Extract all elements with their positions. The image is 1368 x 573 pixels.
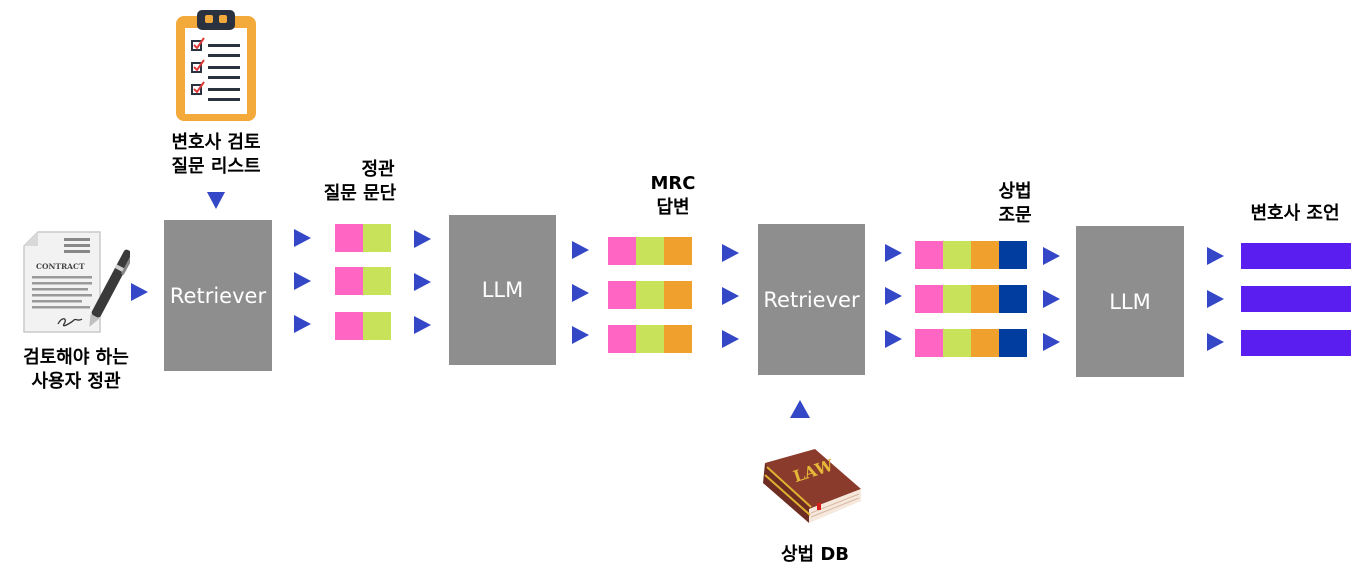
passages-label-line2: 질문 문단 [323, 183, 397, 204]
article-cell-lime [943, 329, 971, 357]
mrc-cell-orange [664, 325, 692, 353]
article-cell-pink [915, 285, 943, 313]
arrow-right [885, 330, 902, 348]
arrow-right [1207, 247, 1224, 265]
article-cell-pink [915, 329, 943, 357]
arrow-right [1207, 333, 1224, 351]
mrc-cell-pink [608, 237, 636, 265]
llm-box-1: LLM [449, 215, 556, 365]
lawdb-label: 상법 DB [780, 544, 850, 565]
advice-bar [1241, 286, 1351, 312]
arrow-right [294, 315, 311, 333]
arrow-right [885, 244, 902, 262]
arrow-right [572, 241, 589, 259]
article-cell-orange [971, 241, 999, 269]
passage-cell-lime [363, 267, 391, 295]
arrow-up [790, 400, 810, 418]
advice-bar [1241, 243, 1351, 269]
arrow-right [131, 283, 148, 301]
article-cell-orange [971, 285, 999, 313]
article-row [915, 241, 1027, 269]
arrow-right [572, 284, 589, 302]
checklist-label-line1: 변호사 검토 [171, 132, 261, 153]
passage-row [335, 224, 391, 252]
arrow-right [414, 273, 431, 291]
article-cell-pink [915, 241, 943, 269]
passage-cell-lime [363, 312, 391, 340]
retriever-box-1: Retriever [164, 220, 272, 371]
article-cell-navy [999, 241, 1027, 269]
articles-label-line2: 조문 [998, 205, 1032, 226]
arrow-right [294, 229, 311, 247]
clipboard-checklist-icon [175, 8, 257, 122]
mrc-row [608, 325, 692, 353]
contract-title: CONTRACT [36, 262, 85, 271]
arrow-right [1043, 247, 1060, 265]
passage-row [335, 267, 391, 295]
arrow-right [1207, 290, 1224, 308]
articles-label-line1: 상법 [998, 181, 1032, 202]
checklist-label-line2: 질문 리스트 [171, 156, 261, 177]
article-cell-navy [999, 285, 1027, 313]
arrow-right [1043, 333, 1060, 351]
arrow-right [294, 272, 311, 290]
articles-label: 상법 조문 [965, 180, 1065, 228]
article-row [915, 285, 1027, 313]
arrow-right [722, 287, 739, 305]
arrow-right [572, 326, 589, 344]
mrc-row [608, 281, 692, 309]
passages-label: 정관 질문 문단 [300, 158, 420, 206]
mrc-label-line2: 답변 [656, 197, 690, 218]
input-label: 검토해야 하는 사용자 정관 [6, 346, 146, 394]
arrow-down [207, 192, 225, 209]
advice-label: 변호사 조언 [1250, 203, 1340, 224]
arrow-right [414, 230, 431, 248]
mrc-cell-lime [636, 237, 664, 265]
mrc-cell-orange [664, 237, 692, 265]
article-cell-lime [943, 241, 971, 269]
arrow-right [722, 244, 739, 262]
mrc-cell-pink [608, 281, 636, 309]
mrc-cell-lime [636, 281, 664, 309]
article-cell-navy [999, 329, 1027, 357]
mrc-cell-orange [664, 281, 692, 309]
input-label-line2: 사용자 정관 [31, 371, 121, 392]
arrow-right [414, 316, 431, 334]
mrc-label: MRC 답변 [618, 172, 728, 220]
passage-cell-pink [335, 224, 363, 252]
mrc-row [608, 237, 692, 265]
passage-cell-pink [335, 267, 363, 295]
passages-label-line1: 정관 [361, 159, 395, 180]
llm-box-2: LLM [1076, 226, 1184, 377]
mrc-cell-pink [608, 325, 636, 353]
mrc-cell-lime [636, 325, 664, 353]
checklist-label: 변호사 검토 질문 리스트 [146, 131, 286, 179]
passage-cell-lime [363, 224, 391, 252]
contract-icon: CONTRACT [18, 226, 134, 338]
advice-bar [1241, 330, 1351, 356]
mrc-label-line1: MRC [650, 173, 696, 194]
article-cell-orange [971, 329, 999, 357]
arrow-right [722, 330, 739, 348]
passage-cell-pink [335, 312, 363, 340]
passage-row [335, 312, 391, 340]
retriever-box-2: Retriever [758, 224, 865, 375]
arrow-right [885, 287, 902, 305]
article-cell-lime [943, 285, 971, 313]
arrow-right [1043, 290, 1060, 308]
input-label-line1: 검토해야 하는 [23, 347, 129, 368]
law-book-icon: LAW [753, 443, 865, 525]
article-row [915, 329, 1027, 357]
